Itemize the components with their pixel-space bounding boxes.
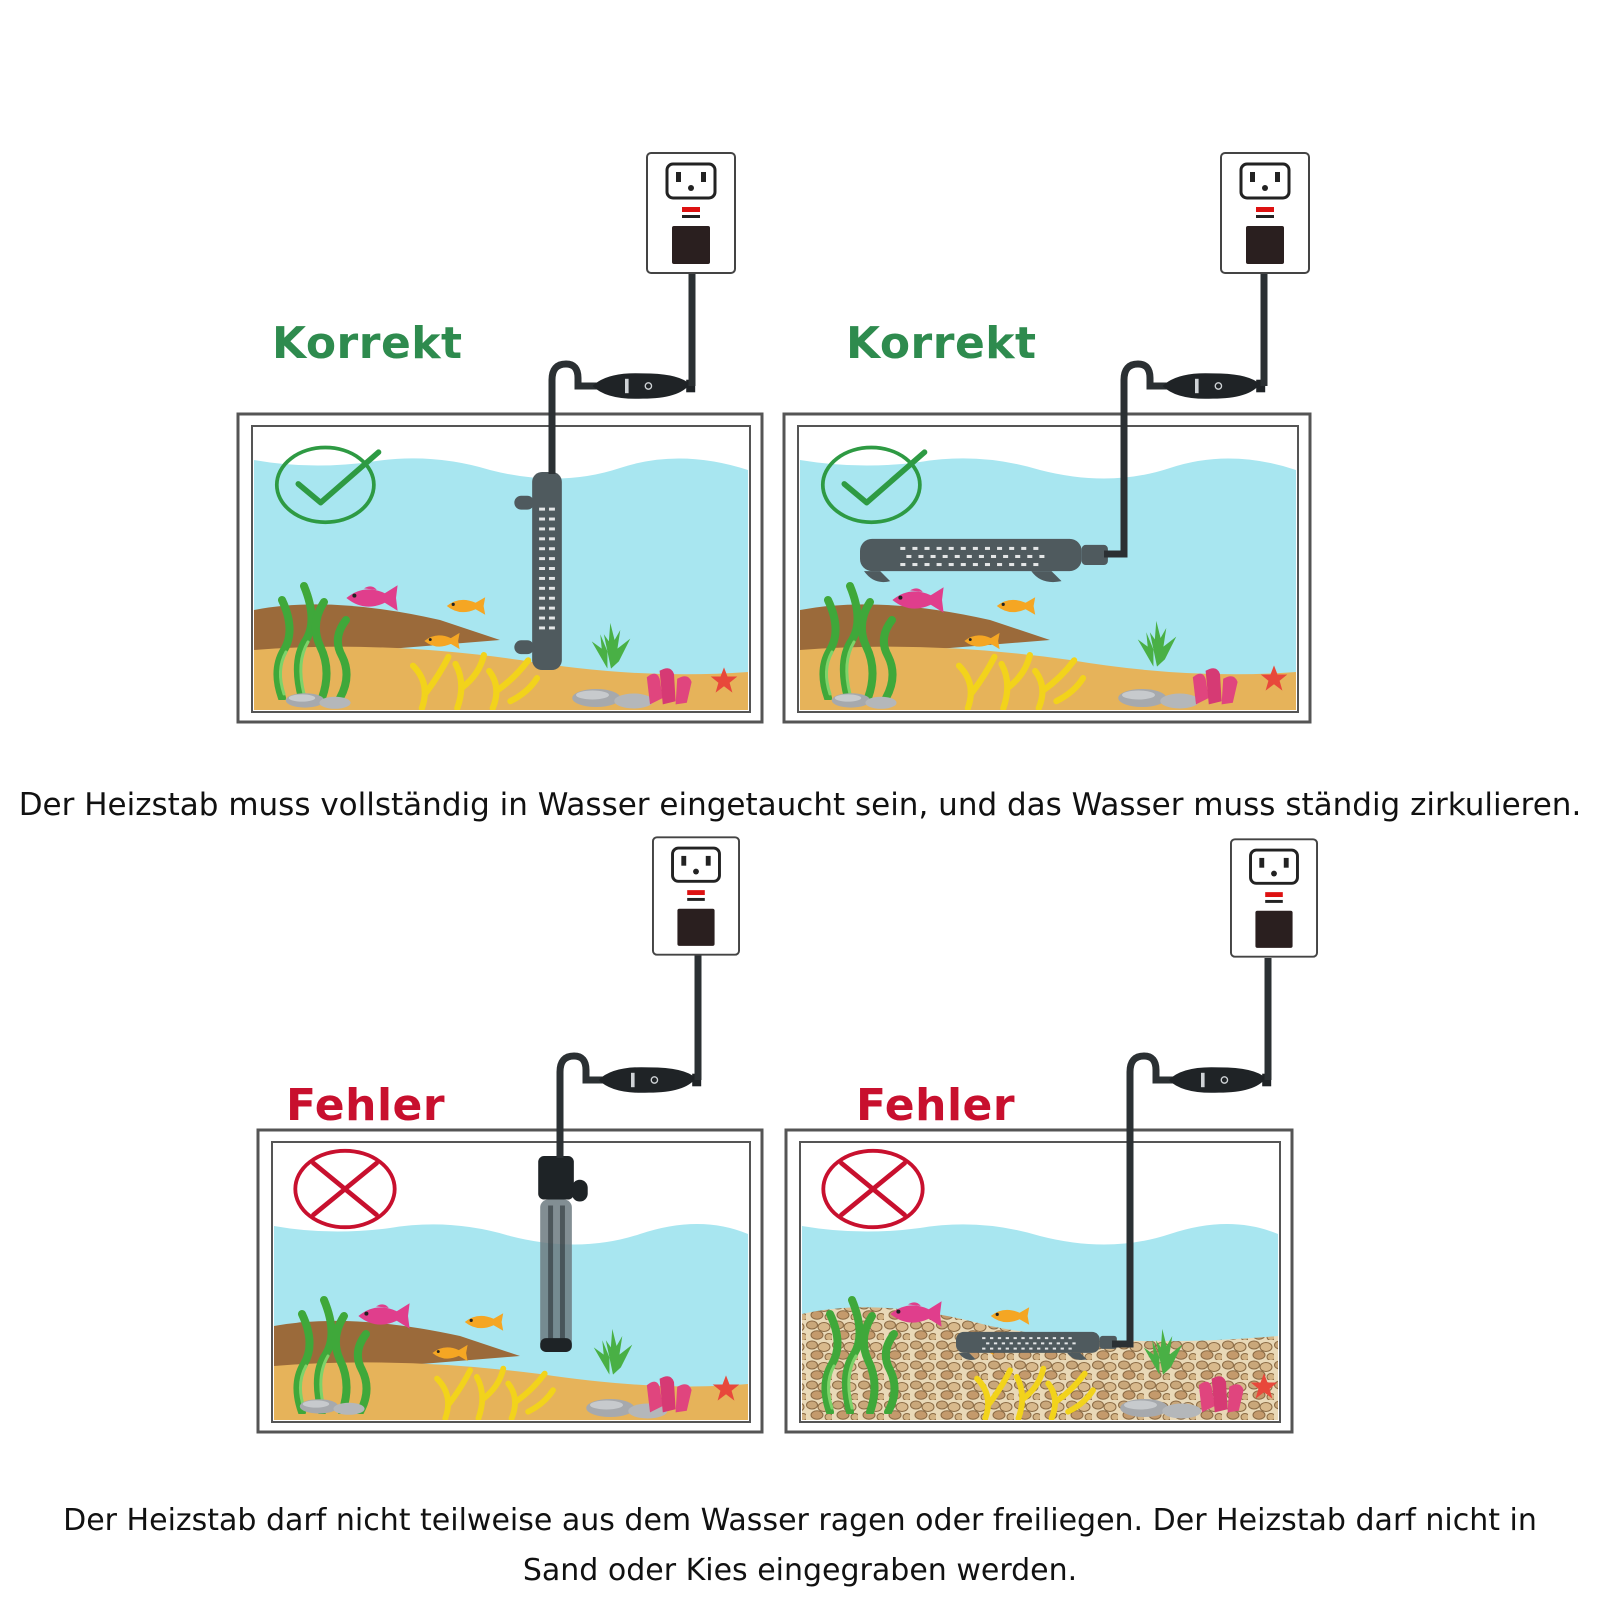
caption-wrong-line2: Sand oder Kies eingegraben werden. xyxy=(522,1553,1078,1588)
controller xyxy=(1161,372,1266,400)
caption-wrong-line1: Der Heizstab darf nicht teilweise aus de… xyxy=(63,1503,1537,1538)
panel-wrong-exposed xyxy=(256,836,764,1434)
caption-correct: Der Heizstab muss vollständig in Wasser … xyxy=(18,787,1582,823)
wall-outlet-icon xyxy=(646,152,736,274)
panel-label-correct-2: Korrekt xyxy=(846,318,1037,369)
controller xyxy=(591,372,696,400)
controller xyxy=(1167,1066,1272,1094)
panel-correct-horizontal xyxy=(782,152,1312,724)
panel-label-wrong-2: Fehler xyxy=(856,1080,1016,1131)
controller xyxy=(597,1066,702,1094)
gravel-bed xyxy=(802,1307,1278,1420)
wall-outlet-icon xyxy=(1220,152,1310,274)
panel-label-correct-1: Korrekt xyxy=(272,318,463,369)
panel-label-wrong-1: Fehler xyxy=(286,1080,446,1131)
panel-correct-vertical xyxy=(236,152,764,724)
panel-wrong-buried xyxy=(784,838,1318,1434)
sand-floor xyxy=(254,646,748,710)
wall-outlet-icon xyxy=(652,836,740,956)
wall-outlet-icon xyxy=(1230,838,1318,958)
heater-cable xyxy=(548,360,600,474)
